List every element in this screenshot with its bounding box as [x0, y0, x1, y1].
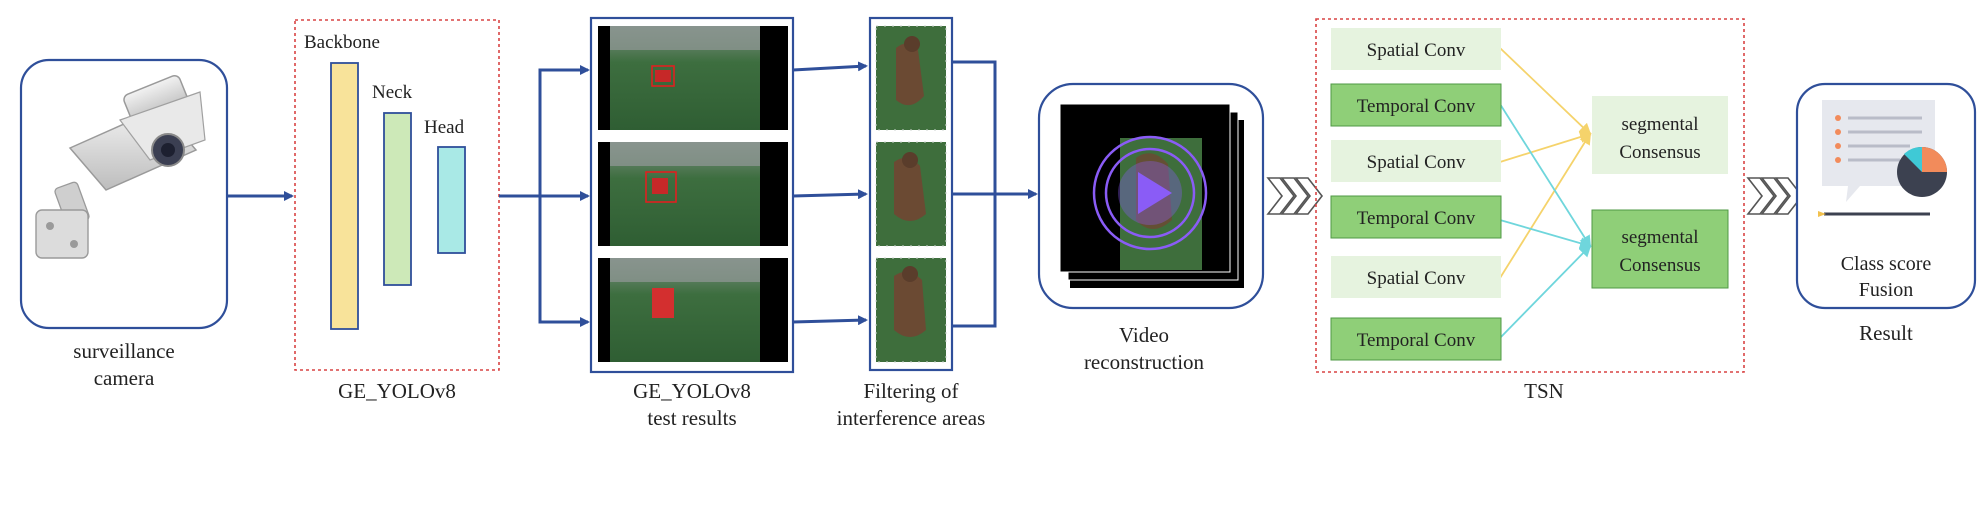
conv-label: Spatial Conv — [1367, 40, 1466, 61]
filtered-crop-1 — [875, 25, 947, 131]
reconstruction-stage: Video reconstruction — [1037, 82, 1265, 374]
conv-label: Temporal Conv — [1357, 96, 1476, 117]
tsn-consensus-2: segmental Consensus — [1591, 209, 1729, 289]
filtering-label-line2: interference areas — [837, 406, 986, 430]
result-inner-line2: Fusion — [1859, 279, 1913, 301]
head-label: Head — [424, 117, 465, 138]
consensus-label-line1: segmental — [1621, 227, 1698, 248]
detection-frame-1 — [598, 26, 788, 130]
surveillance-camera-icon — [35, 74, 206, 259]
tsn-links — [1499, 47, 1592, 339]
arrows-filtering-to-reconstruction — [952, 60, 1038, 328]
report-chart-icon — [1818, 100, 1947, 217]
conv-label: Temporal Conv — [1357, 330, 1476, 351]
tsn-title: TSN — [1524, 379, 1564, 403]
result-stage: Class score Fusion Result — [1795, 82, 1977, 345]
detections-label-line2: test results — [647, 406, 736, 430]
tsn-conv-spatial-1: Spatial Conv — [1331, 28, 1501, 70]
result-title: Result — [1859, 321, 1913, 345]
head-block — [437, 146, 466, 254]
detected-object-box — [651, 65, 675, 87]
neck-label: Neck — [372, 82, 413, 103]
tsn-conv-temporal-2: Temporal Conv — [1330, 195, 1502, 239]
camera-label-line2: camera — [94, 366, 155, 390]
filtering-label-line1: Filtering of — [863, 379, 958, 403]
reconstruction-label-line1: Video — [1119, 323, 1169, 347]
conv-label: Temporal Conv — [1357, 208, 1476, 229]
consensus-label-line1: segmental — [1621, 114, 1698, 135]
consensus-label-line2: Consensus — [1619, 142, 1700, 163]
backbone-label: Backbone — [304, 32, 380, 53]
filtered-crop-2 — [875, 141, 947, 247]
arrows-detections-to-filtering — [792, 61, 868, 326]
chevron-right-icon — [1746, 177, 1804, 215]
result-inner-line1: Class score — [1841, 253, 1932, 275]
detections-stage: GE_YOLOv8 test results — [589, 16, 795, 430]
chevron-right-icon — [1266, 177, 1324, 215]
consensus-label-line2: Consensus — [1619, 255, 1700, 276]
arrows-yolo-to-detections — [499, 65, 590, 327]
detection-frame-2 — [598, 142, 788, 246]
play-icon — [1092, 135, 1208, 251]
filtered-crop-3 — [875, 257, 947, 363]
neck-block — [383, 112, 412, 286]
detection-frame-3 — [598, 258, 788, 362]
camera-label-line1: surveillance — [73, 339, 174, 363]
conv-label: Spatial Conv — [1367, 152, 1466, 173]
tsn-stage: Spatial Conv Temporal Conv Spatial Conv … — [1315, 18, 1745, 403]
tsn-conv-spatial-2: Spatial Conv — [1331, 140, 1501, 182]
tsn-conv-temporal-1: Temporal Conv — [1330, 83, 1502, 127]
tsn-conv-spatial-3: Spatial Conv — [1331, 256, 1501, 298]
reconstruction-label-line2: reconstruction — [1084, 350, 1205, 374]
tsn-consensus-1: segmental Consensus — [1592, 96, 1728, 174]
filtering-stage: Filtering of interference areas — [837, 16, 986, 430]
backbone-block — [330, 62, 359, 330]
yolo-stage: Backbone Neck Head GE_YOLOv8 — [294, 19, 500, 403]
camera-stage: surveillance camera — [19, 58, 229, 390]
detected-object-box — [645, 171, 677, 203]
yolo-title: GE_YOLOv8 — [338, 379, 456, 403]
conv-label: Spatial Conv — [1367, 268, 1466, 289]
detections-label-line1: GE_YOLOv8 — [633, 379, 751, 403]
tsn-conv-temporal-3: Temporal Conv — [1330, 317, 1502, 361]
